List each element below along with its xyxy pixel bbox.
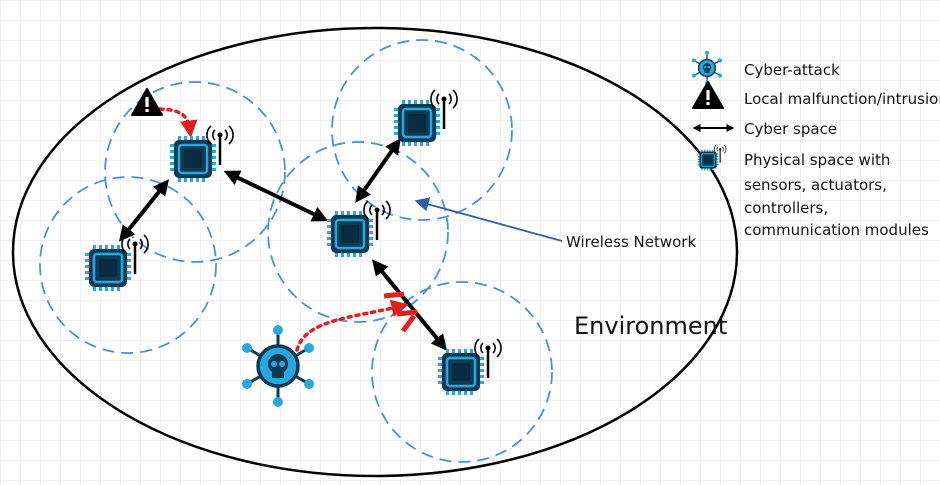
coverage-zone-2: [39, 176, 217, 354]
broken-link-mark: [383, 291, 418, 333]
legend-physical-line-2: sensors, actuators,: [744, 176, 887, 194]
legend: Cyber-attack Local malfunction/intrusion…: [691, 50, 940, 239]
legend-cyber-space: Cyber space: [744, 120, 837, 138]
cyber-link-1: [223, 170, 329, 222]
environment-label: Environment: [574, 312, 727, 340]
coverage-zone-5: [371, 281, 553, 463]
environment-boundary: [11, 26, 739, 478]
wireless-network-label: Wireless Network: [566, 233, 696, 251]
coverage-zone-4: [331, 39, 513, 221]
legend-cyber-attack: Cyber-attack: [744, 61, 840, 79]
legend-physical-line-3: controllers,: [744, 199, 828, 217]
cyber-link-2: [119, 179, 169, 242]
legend-physical-line-4: communication modules: [744, 221, 929, 239]
cyber-link-4: [371, 259, 448, 351]
wireless-pointer: [414, 197, 563, 242]
malfunction-path: [158, 107, 198, 138]
legend-physical-line-1: Physical space with: [744, 151, 890, 169]
cyber-link-3: [355, 138, 401, 203]
attack-path: [295, 299, 409, 352]
cyber-links: [119, 138, 448, 351]
legend-malfunction: Local malfunction/intrusion: [744, 90, 940, 108]
